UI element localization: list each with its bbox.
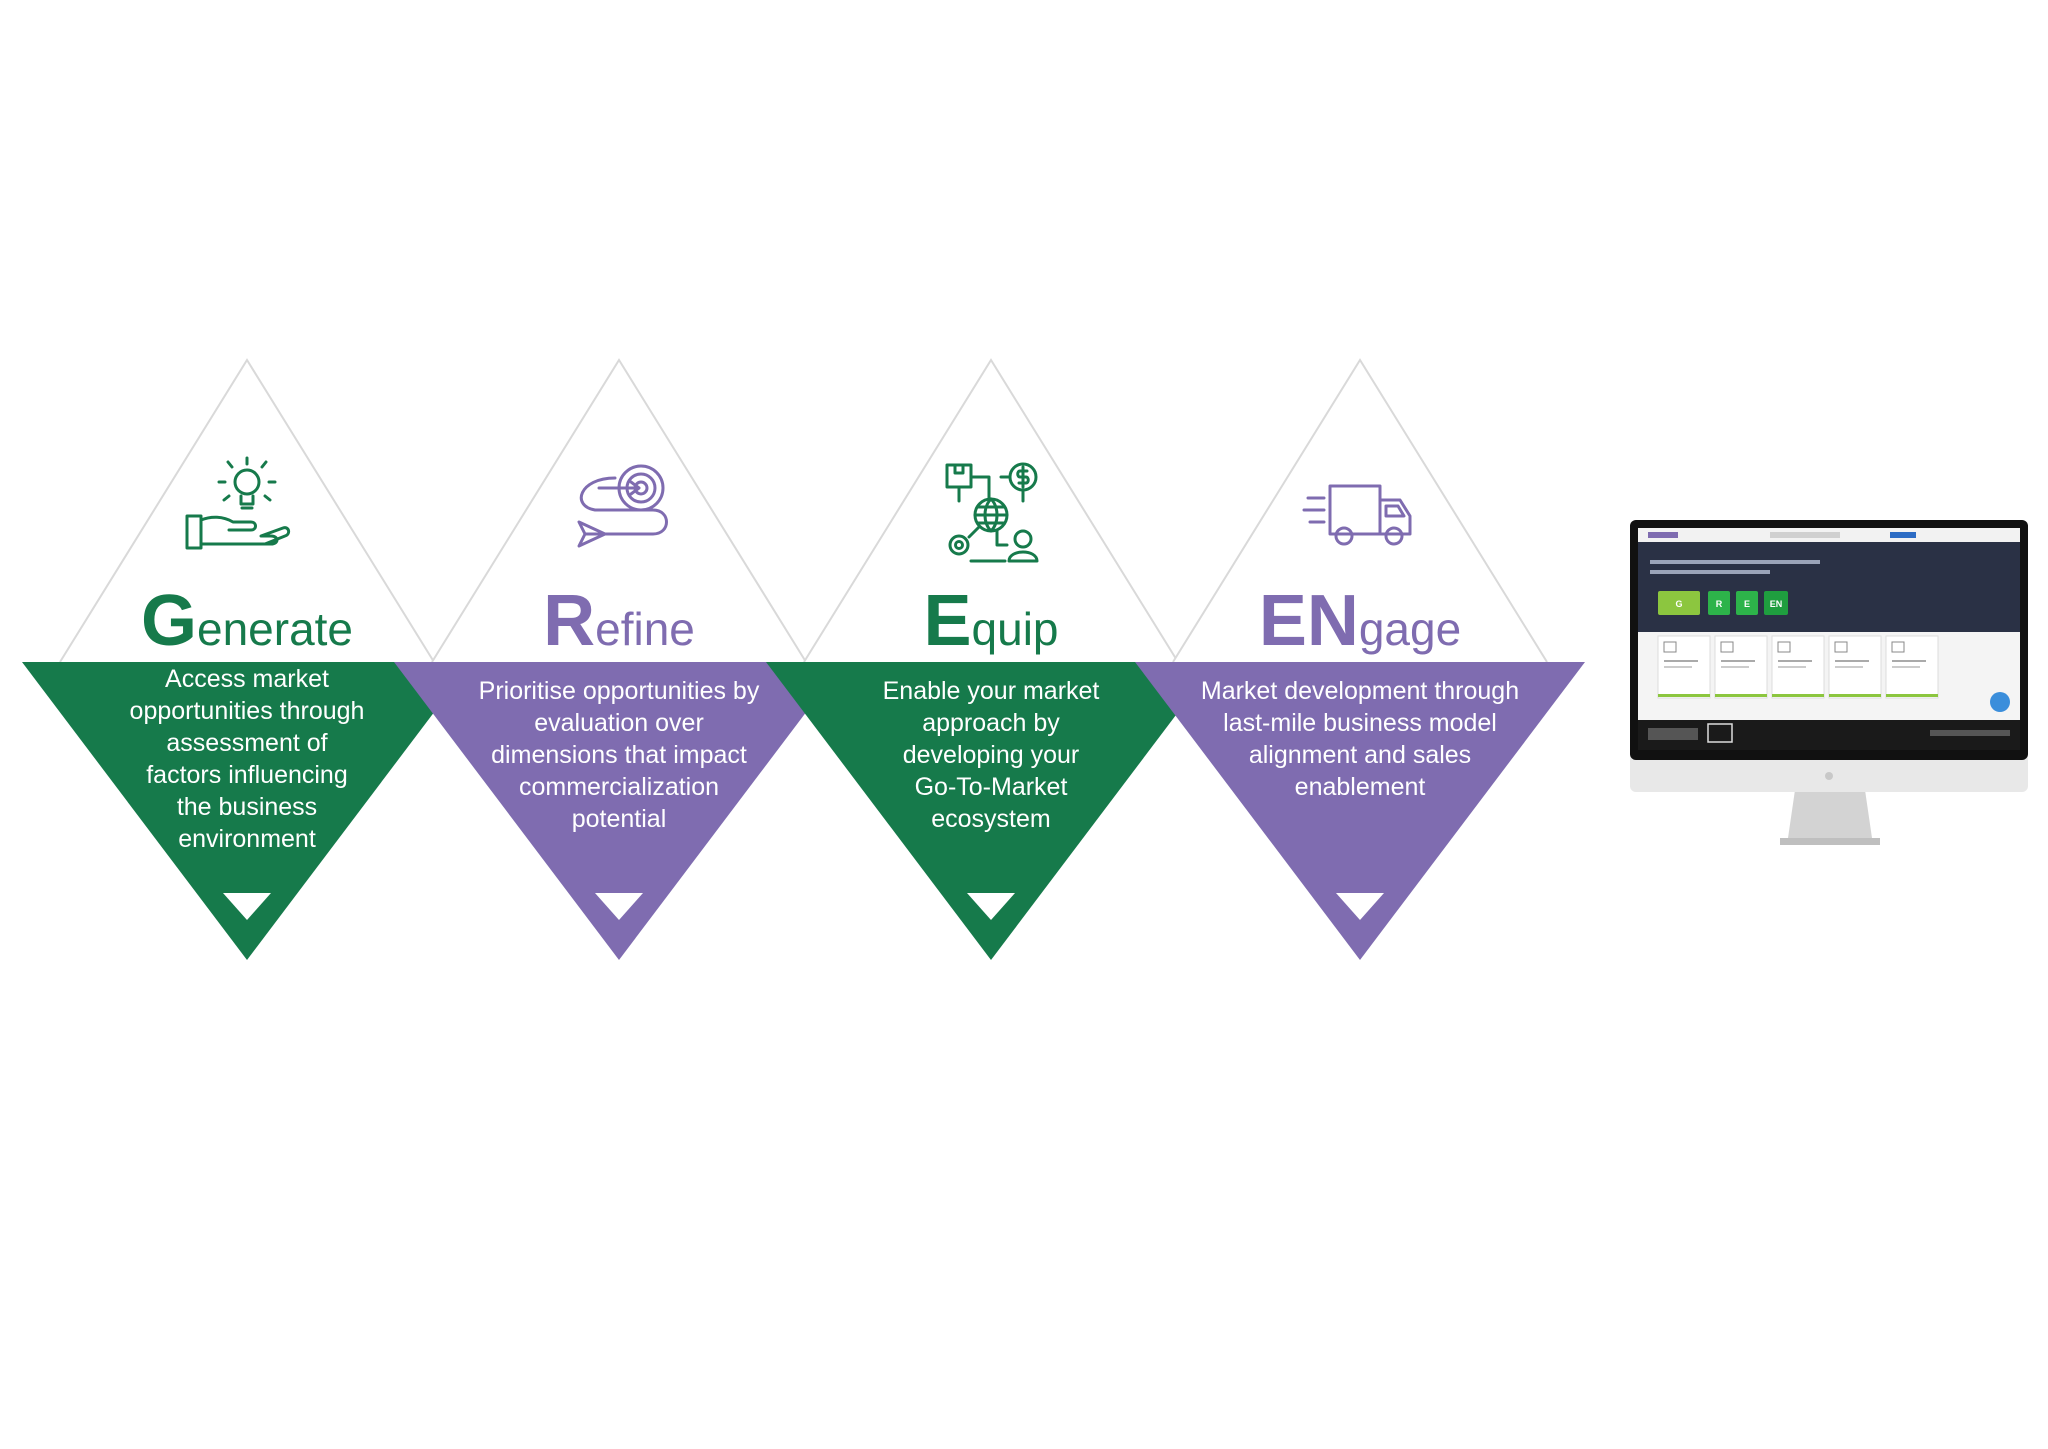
down-arrow-icon — [967, 893, 1015, 920]
stage-description-engage: Market development through last-mile busi… — [1160, 675, 1560, 803]
description-line: Market development through — [1200, 677, 1520, 705]
stage-description-generate: Access market opportunities through assess… — [47, 663, 447, 855]
stage-title-refine: Refine — [543, 581, 695, 661]
description-line: ecosystem — [931, 805, 1051, 833]
stage-title-rest: quip — [972, 603, 1059, 655]
description-line: assessment of — [166, 729, 328, 757]
lightbulb-hand-icon — [185, 456, 291, 550]
down-arrow-icon — [223, 893, 271, 920]
description-line: Access market — [165, 665, 329, 693]
description-line: commercialization — [518, 773, 720, 801]
stage-title-equip: Equip — [924, 581, 1059, 661]
stage-refine — [394, 358, 844, 960]
description-line: developing your — [902, 741, 1080, 769]
target-paper-plane-icon — [577, 464, 668, 548]
stage-title-rest: enerate — [197, 603, 353, 655]
screen-button: E — [1736, 591, 1758, 615]
svg-text:R: R — [1716, 599, 1723, 609]
description-line: Prioritise opportunities by — [478, 677, 760, 705]
down-arrow-icon — [595, 893, 643, 920]
description-line: alignment and sales — [1248, 741, 1472, 769]
stage-title-initial: E — [924, 581, 972, 661]
stage-triangle-engage — [1135, 662, 1585, 960]
screen-button: R — [1708, 591, 1730, 615]
stage-title-rest: gage — [1359, 603, 1461, 655]
stage-title-initial: EN — [1259, 581, 1359, 661]
svg-text:E: E — [1744, 599, 1750, 609]
stage-title-generate: Generate — [141, 581, 353, 661]
description-line: Go-To-Market — [914, 773, 1068, 801]
description-line: Enable your market — [882, 677, 1100, 705]
stage-outline-generate — [59, 358, 435, 663]
svg-text:G: G — [1675, 599, 1682, 609]
stage-outline-engage — [1172, 358, 1548, 663]
stage-title-rest: efine — [595, 603, 695, 655]
stage-equip — [766, 358, 1216, 960]
description-line: environment — [178, 825, 316, 853]
svg-text:EN: EN — [1770, 599, 1783, 609]
down-arrow-icon — [1336, 893, 1384, 920]
screen-button: G — [1658, 591, 1700, 615]
stage-title-engage: ENgage — [1259, 581, 1461, 661]
stage-title-initial: R — [543, 581, 595, 661]
description-line: opportunities through — [129, 697, 365, 725]
stage-triangle-generate — [22, 662, 472, 960]
description-line: approach by — [922, 709, 1060, 737]
screen-button: EN — [1764, 591, 1788, 615]
description-line: dimensions that impact — [491, 741, 747, 769]
stage-outline-equip — [803, 358, 1179, 663]
description-line: last-mile business model — [1223, 709, 1497, 737]
stage-engage — [1135, 358, 1585, 960]
delivery-truck-icon — [1302, 484, 1412, 546]
stage-triangle-equip — [766, 662, 1216, 960]
description-line: enablement — [1294, 773, 1426, 801]
description-line: the business — [176, 793, 318, 821]
desktop-monitor-icon: G R E EN — [1630, 520, 2028, 845]
description-line: potential — [571, 805, 667, 833]
stage-triangle-refine — [394, 662, 844, 960]
stage-title-initial: G — [141, 581, 197, 661]
description-line: evaluation over — [534, 709, 704, 737]
stage-description-refine: Prioritise opportunities by evaluation ov… — [419, 675, 819, 835]
stage-description-equip: Enable your market approach by developing … — [791, 675, 1191, 835]
description-line: factors influencing — [146, 761, 348, 789]
globe-network-icon — [945, 462, 1039, 563]
stage-generate — [22, 358, 472, 960]
